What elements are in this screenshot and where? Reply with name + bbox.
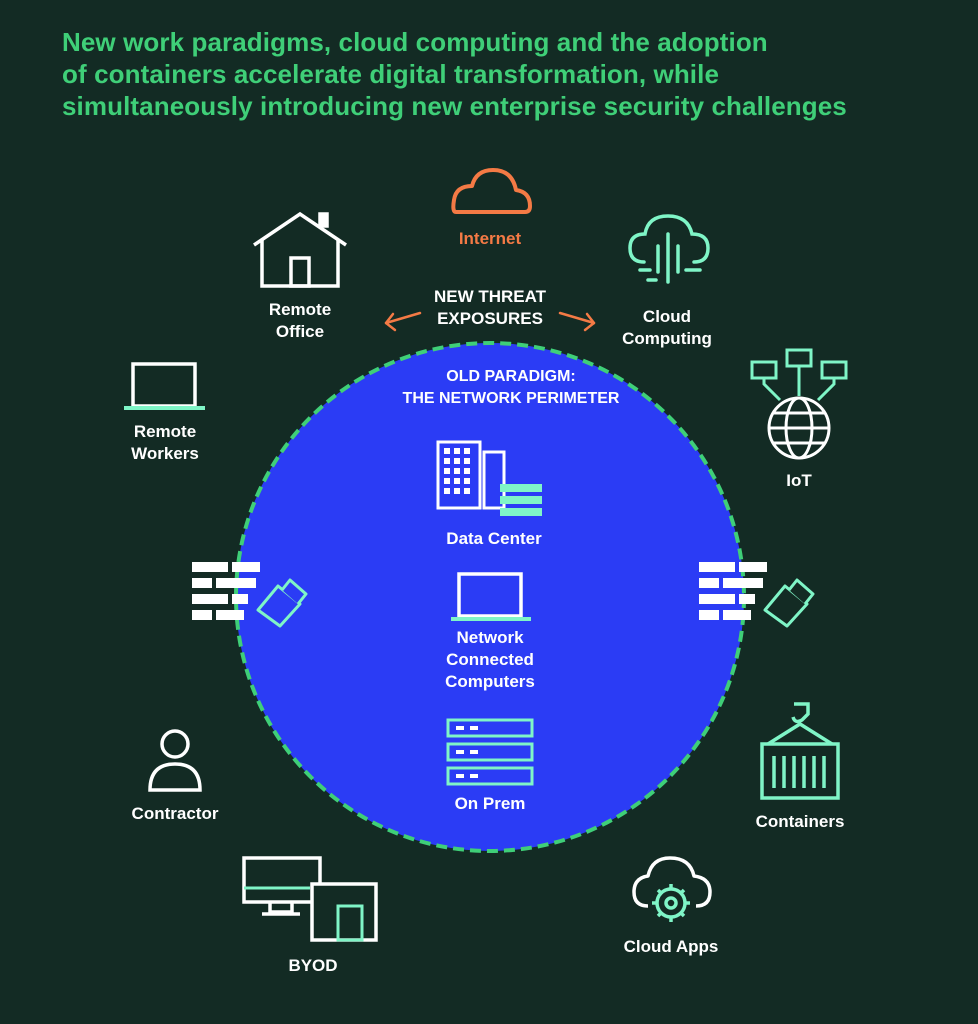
- server-lights: [456, 726, 478, 778]
- firewall-right-icon: [699, 562, 815, 628]
- network-computers-label-line-1: Network: [456, 628, 524, 647]
- cloud-computing-label: Cloud Computing: [622, 306, 712, 350]
- laptop-icon: [131, 362, 197, 408]
- devices-icon: [242, 856, 378, 942]
- on-prem-label: On Prem: [455, 793, 526, 815]
- cloud-computing-label-line-2: Computing: [622, 329, 712, 348]
- threat-exposures-line-1: NEW THREAT: [433, 287, 547, 306]
- headline-line-1: New work paradigms, cloud computing and …: [62, 27, 768, 57]
- data-center-label-text: Data Center: [446, 529, 542, 548]
- perimeter-title-line-1: OLD PARADIGM:: [446, 368, 576, 385]
- internet-label: Internet: [459, 228, 521, 250]
- globe-network-icon: [750, 348, 848, 402]
- cloud-icon: [451, 168, 532, 214]
- headline-line-3: simultaneously introducing new enterpris…: [62, 91, 847, 121]
- person-icon: [148, 729, 202, 792]
- remote-workers-label-line-1: Remote: [133, 422, 197, 441]
- on-prem-label-text: On Prem: [454, 794, 526, 813]
- cloud-apps-label: Cloud Apps: [624, 936, 719, 958]
- contractor-label: Contractor: [132, 803, 219, 825]
- containers-label: Containers: [756, 811, 845, 833]
- containers-label-text: Containers: [755, 812, 845, 831]
- globe-icon: [767, 396, 831, 460]
- shipping-container-icon: [760, 702, 840, 800]
- perimeter-title-line-2: THE NETWORK PERIMETER: [402, 390, 620, 407]
- cloud-computing-label-line-1: Cloud: [642, 307, 692, 326]
- remote-office-label-line-1: Remote: [268, 300, 332, 319]
- network-computers-label-line-2: Connected: [446, 650, 534, 669]
- byod-label-text: BYOD: [288, 956, 338, 975]
- iot-label: IoT: [786, 470, 812, 492]
- network-perimeter-circle: [234, 341, 746, 853]
- cloud-gear-icon: [632, 856, 712, 908]
- remote-office-label-line-2: Office: [275, 322, 325, 341]
- remote-workers-label-line-2: Workers: [131, 444, 199, 463]
- cloud-apps-label-text: Cloud Apps: [623, 937, 719, 956]
- network-computer-icon: [451, 572, 531, 621]
- remote-workers-label: Remote Workers: [131, 421, 199, 465]
- server-rack-icon: [446, 718, 534, 786]
- remote-office-label: Remote Office: [269, 299, 331, 343]
- data-center-label: Data Center: [446, 528, 541, 550]
- tablet-icon: [244, 886, 364, 942]
- building-icon: [436, 440, 542, 516]
- network-computers-label-line-3: Computers: [445, 672, 535, 691]
- perimeter-title: OLD PARADIGM: THE NETWORK PERIMETER: [403, 366, 620, 410]
- contractor-label-text: Contractor: [131, 804, 219, 823]
- house-icon: [253, 211, 347, 288]
- threat-exposures-line-2: EXPOSURES: [437, 309, 543, 328]
- headline: New work paradigms, cloud computing and …: [62, 26, 962, 122]
- byod-label: BYOD: [288, 955, 337, 977]
- headline-line-2: of containers accelerate digital transfo…: [62, 59, 720, 89]
- network-computers-label: Network Connected Computers: [445, 627, 535, 693]
- iot-label-text: IoT: [786, 471, 812, 490]
- gear-icon: [652, 884, 690, 922]
- cloud-circuit-icon: [628, 214, 710, 284]
- threat-arrow-left: [384, 311, 422, 332]
- internet-label-text: Internet: [458, 229, 522, 248]
- firewall-left-icon: [192, 562, 308, 628]
- threat-exposures-label: NEW THREAT EXPOSURES: [434, 286, 546, 330]
- threat-arrow-right: [558, 311, 596, 332]
